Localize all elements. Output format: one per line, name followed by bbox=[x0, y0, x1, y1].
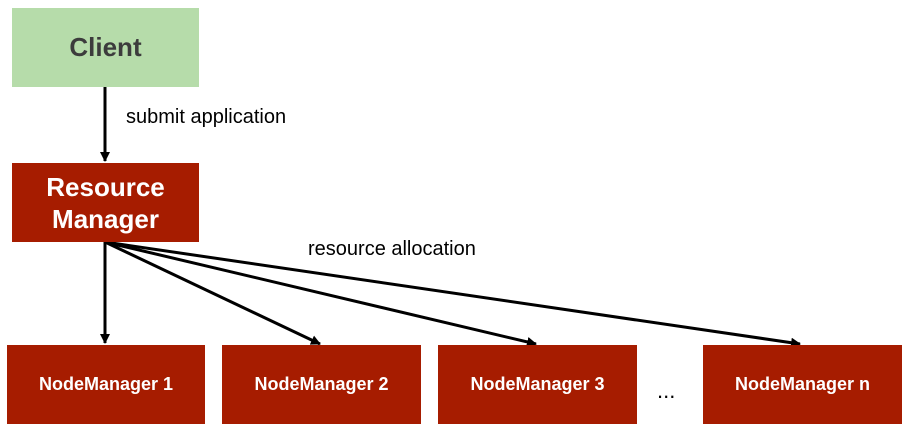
node-manager-n: NodeManager n bbox=[703, 345, 902, 424]
node-manager-2: NodeManager 2 bbox=[222, 345, 421, 424]
node-manager-label: NodeManager 2 bbox=[254, 374, 389, 394]
client-label: Client bbox=[69, 32, 142, 62]
node-manager-1: NodeManager 1 bbox=[7, 345, 205, 424]
arrow-rm-to-nm2 bbox=[104, 240, 321, 346]
arrow-rm-to-nm3 bbox=[104, 240, 537, 347]
ellipsis: ... bbox=[657, 378, 676, 403]
resource-manager-label: Resource Manager bbox=[46, 171, 165, 234]
node-manager-label: NodeManager n bbox=[734, 374, 871, 394]
arrow-rm-to-nmn bbox=[104, 240, 801, 348]
resource-manager-node: Resource Manager bbox=[12, 163, 199, 242]
node-manager-3: NodeManager 3 bbox=[438, 345, 637, 424]
node-manager-label: NodeManager 3 bbox=[470, 374, 605, 394]
client-node: Client bbox=[12, 8, 199, 87]
submit-application-label: submit application bbox=[126, 106, 287, 128]
node-manager-label: NodeManager 1 bbox=[38, 374, 174, 394]
resource-allocation-label: resource allocation bbox=[308, 238, 476, 260]
